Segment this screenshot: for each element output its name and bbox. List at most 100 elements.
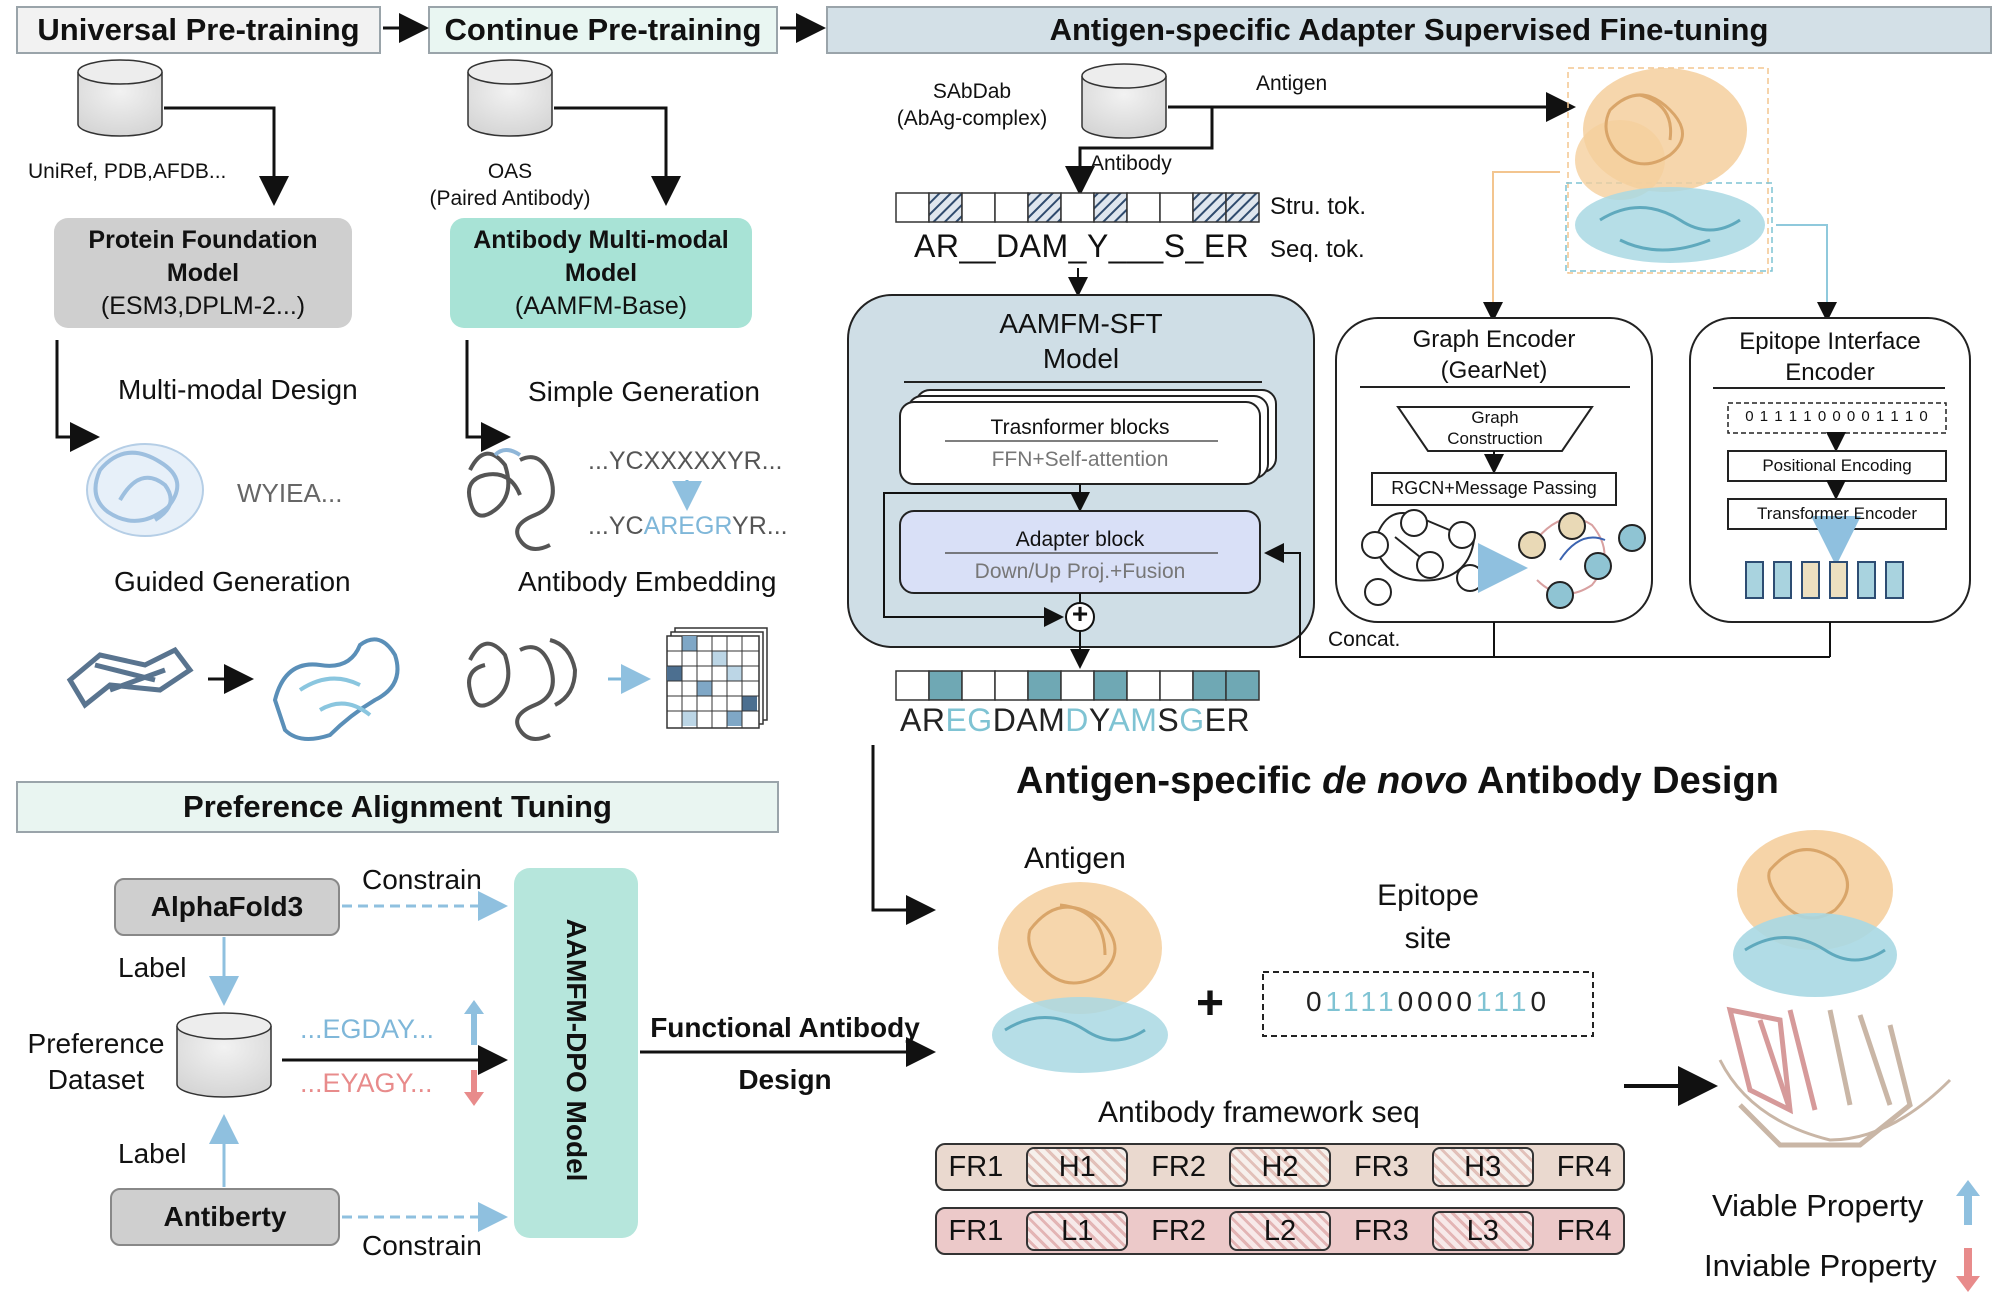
output-seq-segment: Y [1088,702,1109,738]
design-title-a: Antigen-specific [1016,760,1323,802]
antigen-complex-structure [1575,68,1765,263]
oas-line2: (Paired Antibody) [429,187,591,210]
output-seq-segment: G [1179,702,1205,738]
header-universal-pretraining: Universal Pre-training [16,6,381,54]
dispreferred-sequence: ...EYAGY... [300,1068,433,1098]
database-cylinder-sabdab [1081,63,1167,139]
light-segment: L3 [1431,1211,1534,1251]
fusion-plus-symbol: + [1071,598,1089,629]
epitope-encoder-bits: 0 1 1 1 1 0 0 0 0 1 1 1 0 [1745,408,1929,425]
light-segment: L2 [1228,1211,1331,1251]
design-antigen-structure [992,882,1168,1073]
masked-sequence: AR__DAM_Y___S_ER [914,228,1250,264]
sft-model-line1: AAMFM-SFT [999,308,1163,339]
oas-label: OAS (Paired Antibody) [420,158,600,212]
simple-generation-label: Simple Generation [528,376,760,407]
antibody-model-line3: (AAMFM-Base) [514,291,688,320]
database-cylinder-oas [467,59,553,137]
rgcn-label: RGCN+Message Passing [1391,478,1597,498]
structure-token-bar [895,192,1260,223]
heavy-segment: H2 [1228,1147,1331,1187]
concat-label: Concat. [1328,628,1401,651]
framework-seq-label: Antibody framework seq [1098,1096,1420,1129]
graph-construction-line2: Construction [1447,429,1543,448]
functional-design-line2: Design [738,1064,832,1095]
preference-dataset-line1: Preference [27,1028,165,1059]
graph-encoder-title: Graph Encoder (GearNet) [1336,324,1652,386]
adapter-block-title: Adapter block [1015,528,1145,551]
antibody-model-line2: Model [564,258,638,287]
heavy-segment: FR4 [1556,1150,1612,1183]
output-seq-segment: ER [1204,702,1251,738]
epitope-bit: 1 [1360,986,1379,1017]
sabdab-line1: SAbDab [932,80,1012,103]
output-seq-segment: AR [900,702,946,738]
heavy-segment: FR2 [1151,1150,1207,1183]
antibody-structure-gray-1 [467,448,555,551]
antibody-multimodal-model-box: Antibody Multi-modal Model (AAMFM-Base) [450,218,752,328]
light-segment: FR3 [1353,1214,1409,1247]
epitope-site-bits: 0111100001110 [1263,986,1593,1018]
transformer-blocks-sub: FFN+Self-attention [991,448,1169,471]
design-section-title: Antigen-specific de novo Antibody Design [1016,760,1779,803]
dpo-model-label: AAMFM-DPO Model [561,918,592,1182]
multimodal-seq: WYIEA... [237,478,343,508]
graph-construction-label: Graph Construction [1428,407,1562,449]
heavy-segment: FR3 [1353,1150,1409,1183]
protein-structure-after [272,637,400,741]
epitope-bit: 0 [1456,986,1476,1017]
light-segment: FR1 [948,1214,1004,1247]
structure-token-label: Stru. tok. [1270,193,1367,220]
inviable-property-label: Inviable Property [1704,1248,1937,1283]
antibody-embedding-label: Antibody Embedding [518,566,777,597]
epitope-bit: 0 [1397,986,1418,1017]
output-seq-segment: S [1157,702,1180,738]
epitope-bit: 1 [1475,986,1494,1017]
transformer-encoder-label: Transformer Encoder [1757,504,1917,523]
epitope-site-box [1262,971,1594,1037]
label-bottom: Label [118,1138,187,1169]
uniref-label: UniRef, PDB,AFDB... [28,160,227,183]
preference-dataset-label: Preference Dataset [16,1026,176,1098]
epitope-bit: 0 [1436,986,1457,1017]
graph-construction-line1: Graph [1471,408,1519,427]
graph-after [1518,512,1646,609]
sft-model-title: AAMFM-SFT Model [848,306,1314,376]
antigen-dash-box [1567,67,1769,274]
protein-structure-before [66,646,194,709]
antibody-model-line1: Antibody Multi-modal [473,225,729,254]
header-preference-alignment: Preference Alignment Tuning [16,781,779,833]
antigen-arrow-label: Antigen [1256,72,1328,95]
header-continue-pretraining: Continue Pre-training [428,6,778,54]
simple-gen-seq-bottom: ...YCAREGRYR... [588,512,788,541]
sft-model-line2: Model [1042,343,1120,374]
graph-encoder-line1: Graph Encoder [1412,326,1576,353]
epitope-bit: 1 [1343,986,1361,1017]
functional-design-line1: Functional Antibody [650,1012,920,1043]
sequence-token-label: Seq. tok. [1270,236,1365,263]
design-title-b: de novo [1322,760,1468,802]
positional-encoding-label: Positional Encoding [1762,456,1912,475]
epitope-bit: 1 [1378,986,1398,1017]
heavy-segment: H1 [1026,1147,1129,1187]
epitope-bit: 1 [1325,986,1344,1017]
header-antigen-sft: Antigen-specific Adapter Supervised Fine… [826,6,1992,54]
design-title-c: Antibody Design [1467,760,1779,802]
protein-foundation-line2: Model [166,258,240,287]
sabdab-label: SAbDab (AbAg-complex) [882,78,1062,132]
epitope-bit: 1 [1510,986,1531,1017]
epitope-site-line2: site [1404,922,1452,955]
design-plus-symbol: + [1196,977,1225,1030]
alphafold3-box: AlphaFold3 [114,878,340,936]
output-seq-segment: AM [1108,702,1158,738]
adapter-block-sub: Down/Up Proj.+Fusion [974,560,1186,583]
epitope-site-label: Epitope site [1348,874,1508,960]
constrain-top-label: Constrain [362,864,482,895]
transformer-blocks-title: Trasnformer blocks [990,416,1170,439]
output-token-bar [895,670,1260,701]
database-cylinder-preference [176,1012,272,1098]
epitope-embedding-bars [1745,561,1904,599]
database-cylinder-uniref [77,59,163,137]
